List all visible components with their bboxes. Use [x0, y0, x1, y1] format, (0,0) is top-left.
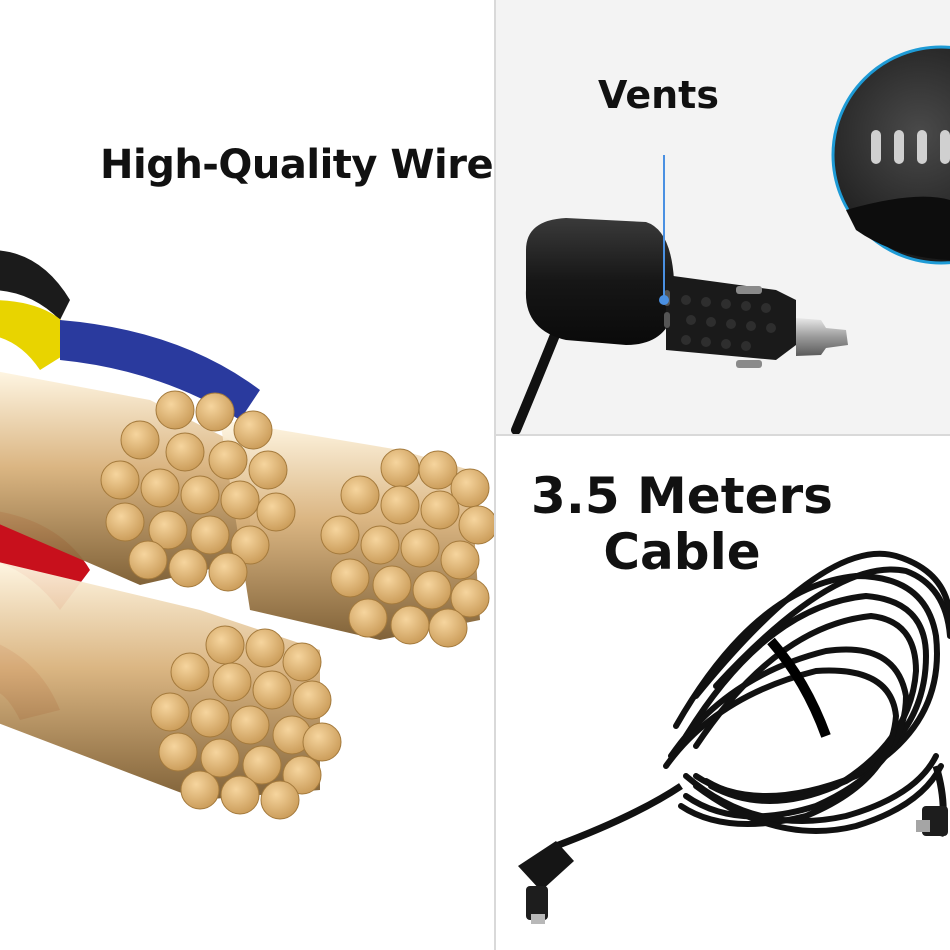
- panel-divider-horizontal: [496, 434, 950, 436]
- vents-pointer-dot: [659, 295, 669, 305]
- plug-grip: [666, 275, 796, 360]
- vents-caption: Vents: [598, 73, 719, 117]
- side-spring-top: [736, 286, 762, 294]
- black-insulation: [0, 250, 70, 320]
- cable-tie: [767, 637, 831, 738]
- vents-panel: Vents: [496, 0, 950, 434]
- plug-cable: [511, 315, 566, 434]
- micro-usb-right-angle-plug: [518, 841, 574, 924]
- vent-closeup-photo: [831, 45, 950, 265]
- plug-metal-tip: [796, 318, 848, 356]
- copper-strand-bundle-photo: [0, 250, 494, 820]
- cable-caption: 3.5 Meters Cable: [522, 468, 842, 580]
- cable-caption-line-1: 3.5 Meters: [531, 467, 833, 525]
- side-spring-bottom: [736, 360, 762, 368]
- cable-coils: [663, 550, 950, 834]
- cable-panel: 3.5 Meters Cable: [496, 436, 950, 950]
- panel-divider-vertical: [494, 0, 496, 950]
- grip-texture: [681, 295, 776, 351]
- cable-caption-line-2: Cable: [603, 523, 761, 581]
- cable-tail: [554, 783, 683, 850]
- wire-caption: High-Quality Wire: [100, 142, 494, 188]
- plug-body: [525, 218, 674, 345]
- wire-panel: High-Quality Wire: [0, 142, 494, 820]
- strand-end-caps: [100, 390, 494, 820]
- car-charger-plug-photo: [511, 45, 950, 434]
- secondary-plug: [916, 764, 948, 837]
- coiled-cable-photo: [518, 550, 950, 924]
